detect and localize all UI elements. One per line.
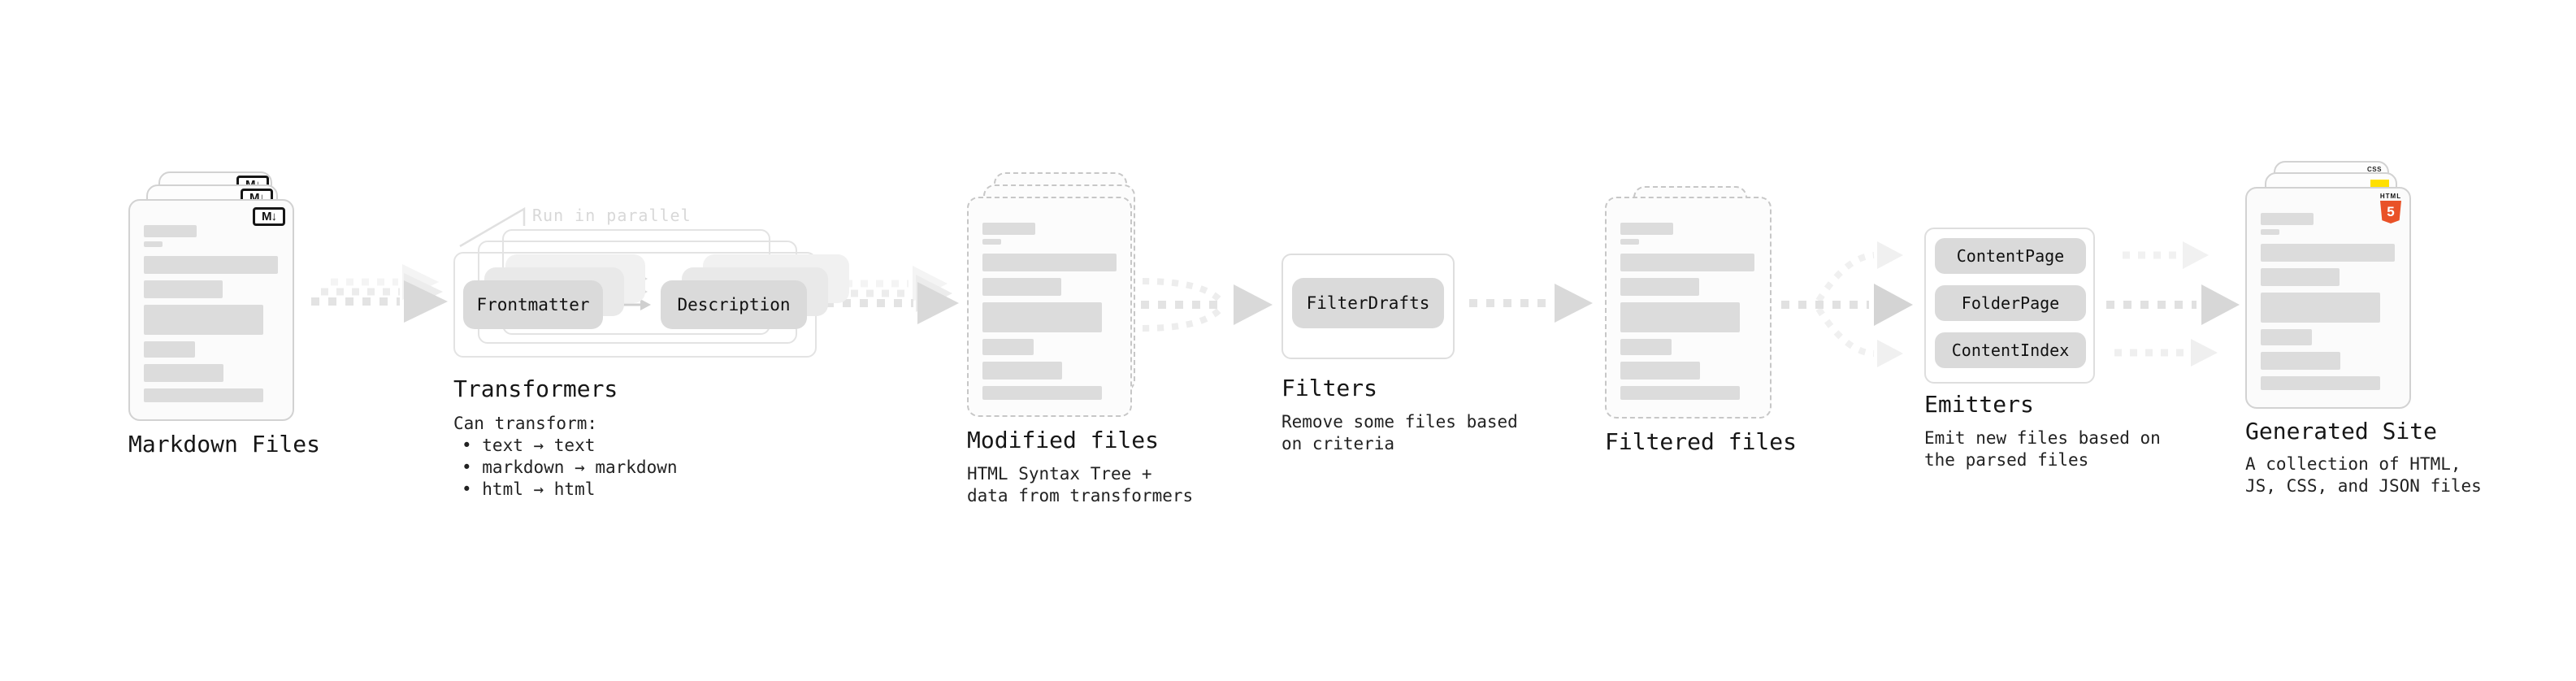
folderpage-chip: FolderPage [1935, 285, 2086, 321]
placeholder-bar [982, 302, 1102, 332]
placeholder-bar [1620, 302, 1740, 332]
modified-desc-line: data from transformers [967, 486, 1194, 505]
placeholder-bar [1620, 362, 1700, 380]
modified-files-label: Modified files [967, 427, 1160, 453]
emitters-description: Emit new files based on the parsed files [1924, 427, 2161, 471]
html5-icon-text: HTML [2379, 193, 2402, 200]
contentindex-chip: ContentIndex [1935, 332, 2086, 368]
markdown-file-card-front: M↓ [128, 199, 294, 421]
placeholder-bar [1620, 278, 1699, 296]
generated-file-card-front: HTML 5 [2245, 187, 2411, 409]
placeholder-bar [982, 362, 1062, 380]
placeholder-bar [144, 280, 223, 298]
placeholder-bar [144, 341, 195, 358]
transformers-label: Transformers [453, 375, 618, 402]
css-icon-text: CSS [2367, 166, 2382, 173]
emitter-chip-stack: ContentPage FolderPage ContentIndex [1935, 238, 2086, 368]
placeholder-bar [982, 278, 1061, 296]
filterdrafts-chip: FilterDrafts [1292, 278, 1444, 328]
placeholder-bar [982, 223, 1035, 235]
placeholder-bar [1620, 239, 1639, 245]
transformers-bullet: • html → html [462, 479, 596, 499]
arrow-filters-to-filtered [1469, 284, 1593, 323]
generated-site-description: A collection of HTML, JS, CSS, and JSON … [2245, 453, 2482, 497]
placeholder-bar [982, 339, 1034, 355]
emitters-desc-line: Emit new files based on [1924, 428, 2161, 448]
placeholder-bar [1620, 386, 1740, 400]
html5-shield: 5 [2380, 201, 2401, 223]
filters-desc-line: Remove some files based [1281, 412, 1518, 432]
placeholder-bar [982, 239, 1001, 245]
file-content-placeholder [1607, 198, 1770, 417]
arrow-emitters-to-generated [2106, 241, 2240, 367]
placeholder-bar [144, 241, 163, 247]
transformers-description: Can transform: • text → text • markdown … [453, 413, 678, 501]
placeholder-bar [1620, 254, 1754, 271]
filters-desc-line: on criteria [1281, 434, 1395, 453]
emitters-desc-line: the parsed files [1924, 450, 2089, 470]
html5-icon: HTML 5 [2379, 193, 2403, 223]
file-content-placeholder [2247, 189, 2409, 407]
placeholder-bar [2261, 229, 2279, 235]
transformers-desc-line: Can transform: [453, 414, 598, 433]
placeholder-bar [2261, 293, 2380, 323]
placeholder-bar [144, 305, 263, 335]
placeholder-bar [2261, 376, 2380, 390]
placeholder-bar [2261, 352, 2340, 370]
file-content-placeholder [969, 198, 1130, 415]
placeholder-bar [144, 256, 278, 274]
placeholder-bar [144, 364, 223, 382]
placeholder-bar [144, 388, 263, 402]
modified-desc-line: HTML Syntax Tree + [967, 464, 1152, 484]
frontmatter-chip: Frontmatter [463, 280, 603, 329]
placeholder-bar [2261, 268, 2340, 286]
filtered-files-label: Filtered files [1605, 428, 1798, 455]
generated-desc-line: JS, CSS, and JSON files [2245, 476, 2482, 496]
placeholder-bar [1620, 223, 1673, 235]
run-in-parallel-note: Run in parallel [532, 206, 692, 225]
placeholder-bar [1620, 339, 1672, 355]
markdown-files-label: Markdown Files [128, 431, 321, 458]
filters-label: Filters [1281, 375, 1378, 401]
markdown-icon: M↓ [253, 207, 285, 226]
file-content-placeholder [130, 201, 293, 419]
generated-site-label: Generated Site [2245, 418, 2438, 445]
placeholder-bar [982, 386, 1102, 400]
contentpage-chip: ContentPage [1935, 238, 2086, 274]
transformers-bullet: • text → text [462, 436, 596, 455]
arrow-markdown-to-transformers [311, 264, 448, 323]
filtered-file-card-front [1605, 197, 1772, 419]
arrow-modified-to-filters [1141, 278, 1273, 332]
arrow-filtered-to-emitters [1781, 241, 1913, 367]
transformers-bullet: • markdown → markdown [462, 458, 678, 477]
modified-files-description: HTML Syntax Tree + data from transformer… [967, 463, 1193, 507]
placeholder-bar [2261, 329, 2312, 345]
js-icon [2370, 180, 2389, 189]
html5-number: 5 [2387, 204, 2395, 219]
placeholder-bar [144, 225, 197, 237]
generated-desc-line: A collection of HTML, [2245, 454, 2461, 474]
emitters-label: Emitters [1924, 391, 2034, 418]
modified-file-card-front [967, 197, 1132, 417]
filters-description: Remove some files based on criteria [1281, 411, 1518, 455]
placeholder-bar [2261, 213, 2314, 225]
placeholder-bar [2261, 244, 2395, 262]
placeholder-bar [982, 254, 1117, 271]
description-chip: Description [661, 280, 807, 329]
